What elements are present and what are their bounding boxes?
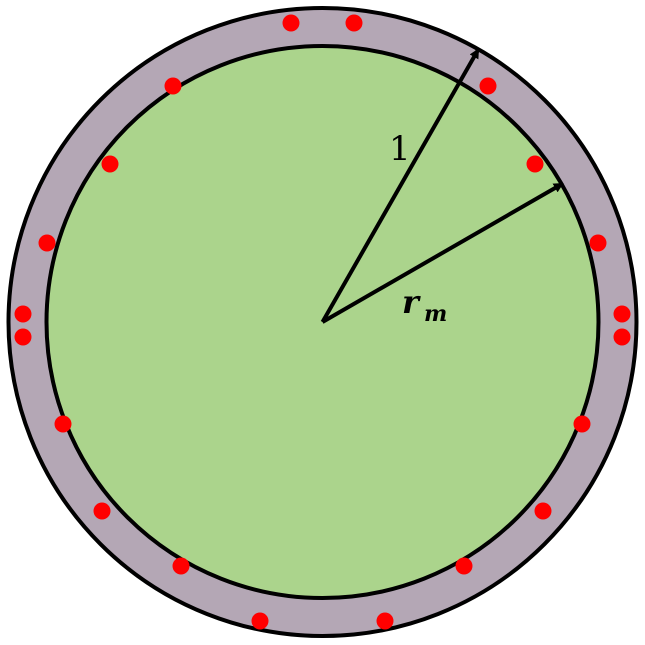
red-point (534, 502, 552, 520)
red-point (101, 155, 119, 173)
outer-radius-label: 1 (389, 129, 411, 169)
red-point (573, 415, 591, 433)
red-point (164, 77, 182, 95)
red-point (172, 557, 190, 575)
red-point (376, 612, 394, 630)
red-point (479, 77, 497, 95)
red-point (589, 234, 607, 252)
red-point (54, 415, 72, 433)
inner-radius-label: r m (402, 283, 447, 327)
red-point (14, 328, 32, 346)
red-point (93, 502, 111, 520)
red-point (14, 305, 32, 323)
red-points (14, 14, 631, 630)
red-point (282, 14, 300, 32)
red-point (38, 234, 56, 252)
red-point (251, 612, 269, 630)
red-point (345, 14, 363, 32)
red-point (526, 155, 544, 173)
red-point (455, 557, 473, 575)
inner-radius-label-main: r (402, 283, 421, 321)
red-point (613, 328, 631, 346)
red-point (613, 305, 631, 323)
inner-radius-label-sub: m (424, 301, 447, 327)
outer-radius-arrow (320, 48, 480, 323)
inner-radius-arrow (321, 182, 564, 324)
